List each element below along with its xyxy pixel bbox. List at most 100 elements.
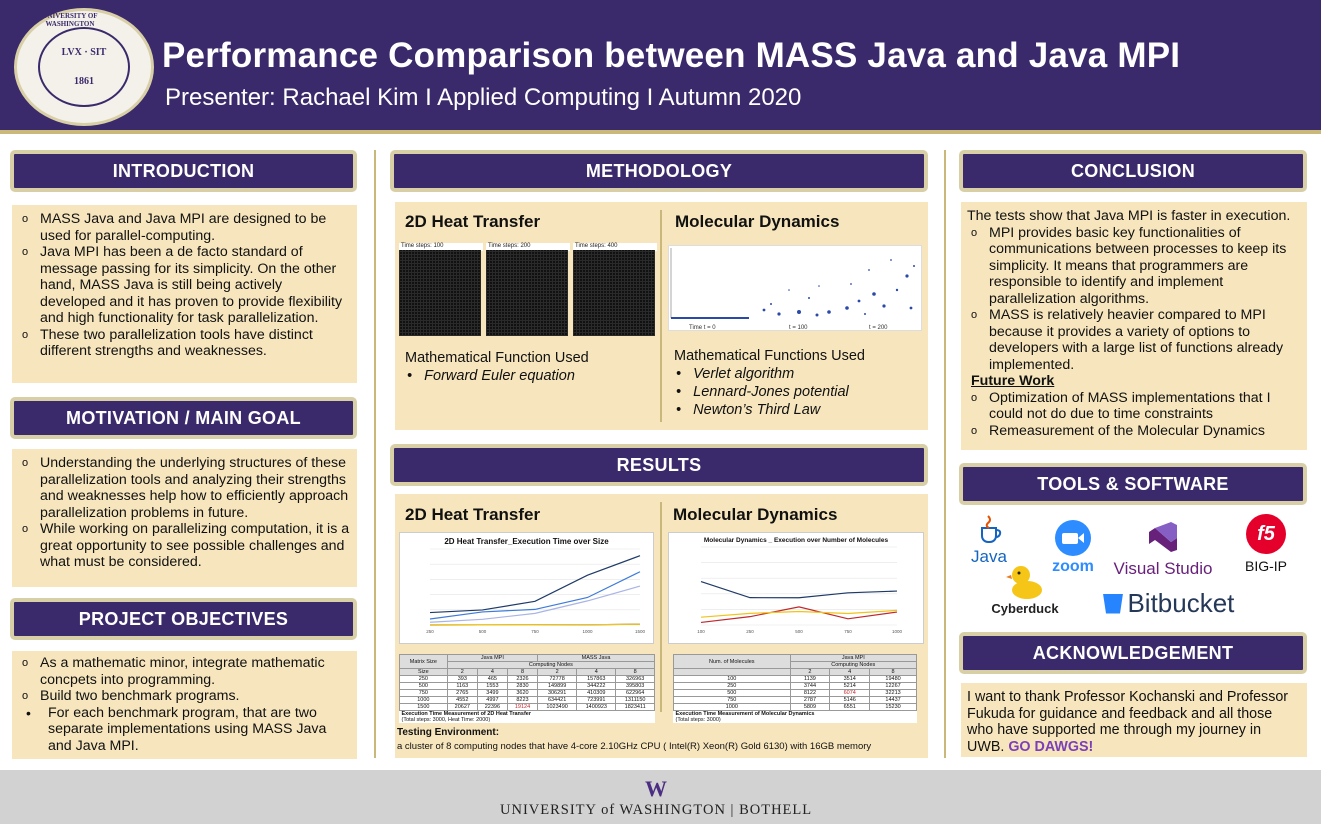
objectives-item: As a mathematic minor, integrate mathema… xyxy=(18,655,351,688)
introduction-box: MASS Java and Java MPI are designed to b… xyxy=(12,205,357,383)
motivation-box: Understanding the underlying structures … xyxy=(12,449,357,587)
uw-w-logo: W xyxy=(645,776,667,801)
heat-func-text: Forward Euler equation xyxy=(424,368,575,384)
md-func-item: • Verlet algorithm xyxy=(676,366,795,382)
table-cell: 306291 xyxy=(537,689,578,697)
table-cell: 634421 xyxy=(537,696,578,704)
conclusion-heading: CONCLUSION xyxy=(959,150,1307,192)
heat-sim-image xyxy=(399,250,481,336)
motivation-item: While working on parallelizing computati… xyxy=(18,521,351,571)
table-header-cell: 2 xyxy=(446,668,478,676)
chart-tick-label: 500 xyxy=(479,629,487,634)
md-table-corner: Num. of Molecules xyxy=(673,654,791,669)
table-cell: 3620 xyxy=(506,689,539,697)
heat-step-label: Time steps: 100 xyxy=(399,243,483,251)
seal-center: LVX · SIT 1861 xyxy=(38,27,130,107)
heat-table-caption: Execution Time Measurement of 2D Heat Tr… xyxy=(401,711,532,717)
poster-footer xyxy=(0,770,1321,824)
heat-step-label: Time steps: 200 xyxy=(486,243,570,251)
table-cell: 15230 xyxy=(869,703,917,711)
acknowledgement-heading: ACKNOWLEDGEMENT xyxy=(959,632,1307,674)
heat-method-title: 2D Heat Transfer xyxy=(405,212,541,231)
table-cell: 393 xyxy=(446,675,478,683)
heat-table-subheader: Computing Nodes xyxy=(446,661,656,669)
md-func-label: Mathematical Functions Used xyxy=(674,348,865,364)
java-logo: Java xyxy=(969,514,1009,567)
future-work-item: Optimization of MASS implementations tha… xyxy=(967,390,1301,423)
md-func-text: Newton’s Third Law xyxy=(693,402,821,418)
footer-text: UNIVERSITY of WASHINGTON | BOTHELL xyxy=(500,802,813,818)
objectives-item: Build two benchmark programs. xyxy=(18,688,351,705)
table-cell: 4997 xyxy=(476,696,508,704)
chart-tick-label: 500 xyxy=(795,629,803,634)
seal-motto: LVX · SIT xyxy=(61,47,107,58)
methodology-panel: 2D Heat Transfer Molecular Dynamics Time… xyxy=(395,202,928,430)
chart-tick-label: 1500 xyxy=(635,629,646,634)
table-cell: 8122 xyxy=(789,689,831,697)
heat-table-note: (Total steps: 3000, Heat Time: 2000) xyxy=(401,717,491,723)
table-header-cell: 4 xyxy=(576,668,617,676)
table-cell: 72778 xyxy=(537,675,578,683)
table-cell: 465 xyxy=(476,675,508,683)
bitbucket-logo: Bitbucket xyxy=(1103,588,1293,619)
heat-sim-image xyxy=(486,250,568,336)
table-header-cell: 8 xyxy=(506,668,539,676)
heat-table-group: MASS Java xyxy=(537,654,655,662)
table-cell: 395803 xyxy=(615,682,655,690)
poster-title: Performance Comparison between MASS Java… xyxy=(162,36,1181,75)
md-chart: Molecular Dynamics _ Execution over Numb… xyxy=(668,532,924,644)
chart-series-line xyxy=(429,585,641,623)
md-table-caption: Execution Time Measurement of Molecular … xyxy=(675,711,815,717)
acknowledgement-emph: GO DAWGS! xyxy=(1008,738,1094,755)
table-cell: 250 xyxy=(673,682,791,690)
table-cell: 1000 xyxy=(673,703,791,711)
table-cell: 8223 xyxy=(506,696,539,704)
objectives-box: As a mathematic minor, integrate mathema… xyxy=(12,651,357,759)
zoom-label: zoom xyxy=(1052,558,1094,575)
tools-logos: Java zoom Visual Studio f5 BIG-IP Cyberd… xyxy=(961,510,1307,626)
table-cell: 1311150 xyxy=(615,696,655,704)
table-cell: 1000 xyxy=(399,696,448,704)
header-rule xyxy=(0,130,1321,134)
table-cell: 1139 xyxy=(789,675,831,683)
table-header-cell: 2 xyxy=(789,668,831,676)
table-cell: 2765 xyxy=(446,689,478,697)
table-cell: 19124 xyxy=(506,703,539,711)
table-cell: 14437 xyxy=(869,696,917,704)
table-cell: 1553 xyxy=(476,682,508,690)
md-time-label: t = 200 xyxy=(869,325,888,331)
md-table: Num. of Molecules Java MPI Computing Nod… xyxy=(673,654,918,723)
visual-studio-icon xyxy=(1149,522,1177,552)
md-particles-plot: Time t = 0 t = 100 t = 200 xyxy=(670,248,915,331)
table-cell: 500 xyxy=(399,682,448,690)
table-cell: 723991 xyxy=(576,696,617,704)
table-cell: 100 xyxy=(673,675,791,683)
f5-logo: f5 BIG-IP xyxy=(1231,514,1301,574)
table-header-cell: 4 xyxy=(476,668,508,676)
zoom-logo: zoom xyxy=(1043,520,1103,576)
table-header-cell: 2 xyxy=(537,668,578,676)
table-cell: 500 xyxy=(673,689,791,697)
md-chart-title: Molecular Dynamics _ Execution over Numb… xyxy=(703,537,889,544)
md-table-note: (Total steps: 3000) xyxy=(675,717,721,723)
table-cell: 2326 xyxy=(506,675,539,683)
env-label: Testing Environment: xyxy=(397,727,500,738)
table-cell: 1823411 xyxy=(615,703,655,711)
table-cell: 1500 xyxy=(399,703,448,711)
env-text: a cluster of 8 computing nodes that have… xyxy=(397,741,872,752)
table-cell: 1163 xyxy=(446,682,478,690)
column-divider-left xyxy=(374,150,376,758)
table-cell: 12267 xyxy=(869,682,917,690)
md-func-text: Lennard-Jones potential xyxy=(693,384,849,400)
methodology-heading: METHODOLOGY xyxy=(390,150,928,192)
md-func-item: • Lennard-Jones potential xyxy=(676,384,849,400)
chart-series-line xyxy=(429,555,641,614)
